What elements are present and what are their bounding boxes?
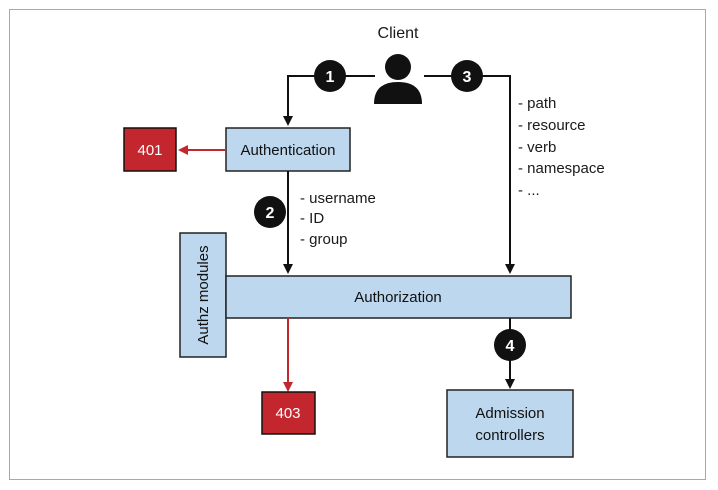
svg-text:1: 1 [326, 69, 335, 86]
authentication-label: Authentication [240, 142, 335, 159]
attribute-group: - group [300, 231, 348, 248]
request-attributes: - path - resource - verb - namespace - .… [518, 95, 605, 199]
error-403-box [261, 391, 316, 435]
attribute-verb: - verb [518, 139, 556, 156]
client-to-authorization-arrow [424, 75, 515, 274]
error-401-box [123, 127, 177, 172]
step-3-badge: 3 [451, 60, 483, 92]
attribute-username: - username [300, 190, 376, 207]
step-1-badge: 1 [314, 60, 346, 92]
step-2-badge: 2 [254, 196, 286, 228]
admission-controllers-box [446, 389, 574, 458]
admission-label-line1: Admission [475, 405, 544, 422]
svg-text:3: 3 [463, 69, 472, 86]
attribute-id: - ID [300, 210, 324, 227]
diagram-frame [9, 9, 706, 480]
attribute-namespace: - namespace [518, 160, 605, 177]
authorization-box [225, 275, 572, 319]
attribute-ellipsis: - ... [518, 182, 540, 199]
attribute-path: - path [518, 95, 556, 112]
svg-text:4: 4 [506, 338, 515, 355]
client-label: Client [378, 25, 419, 42]
error-401-label: 401 [137, 142, 162, 159]
step-4-badge: 4 [494, 329, 526, 361]
authz-modules-label: Authz modules [195, 245, 212, 344]
attribute-resource: - resource [518, 117, 586, 134]
identity-attributes: - username - ID - group [300, 190, 376, 248]
error-403-label: 403 [275, 405, 300, 422]
admission-label-line2: controllers [475, 427, 544, 444]
person-icon [374, 54, 422, 104]
authorization-label: Authorization [354, 289, 442, 306]
authentication-box [225, 127, 351, 172]
svg-text:2: 2 [266, 205, 275, 222]
